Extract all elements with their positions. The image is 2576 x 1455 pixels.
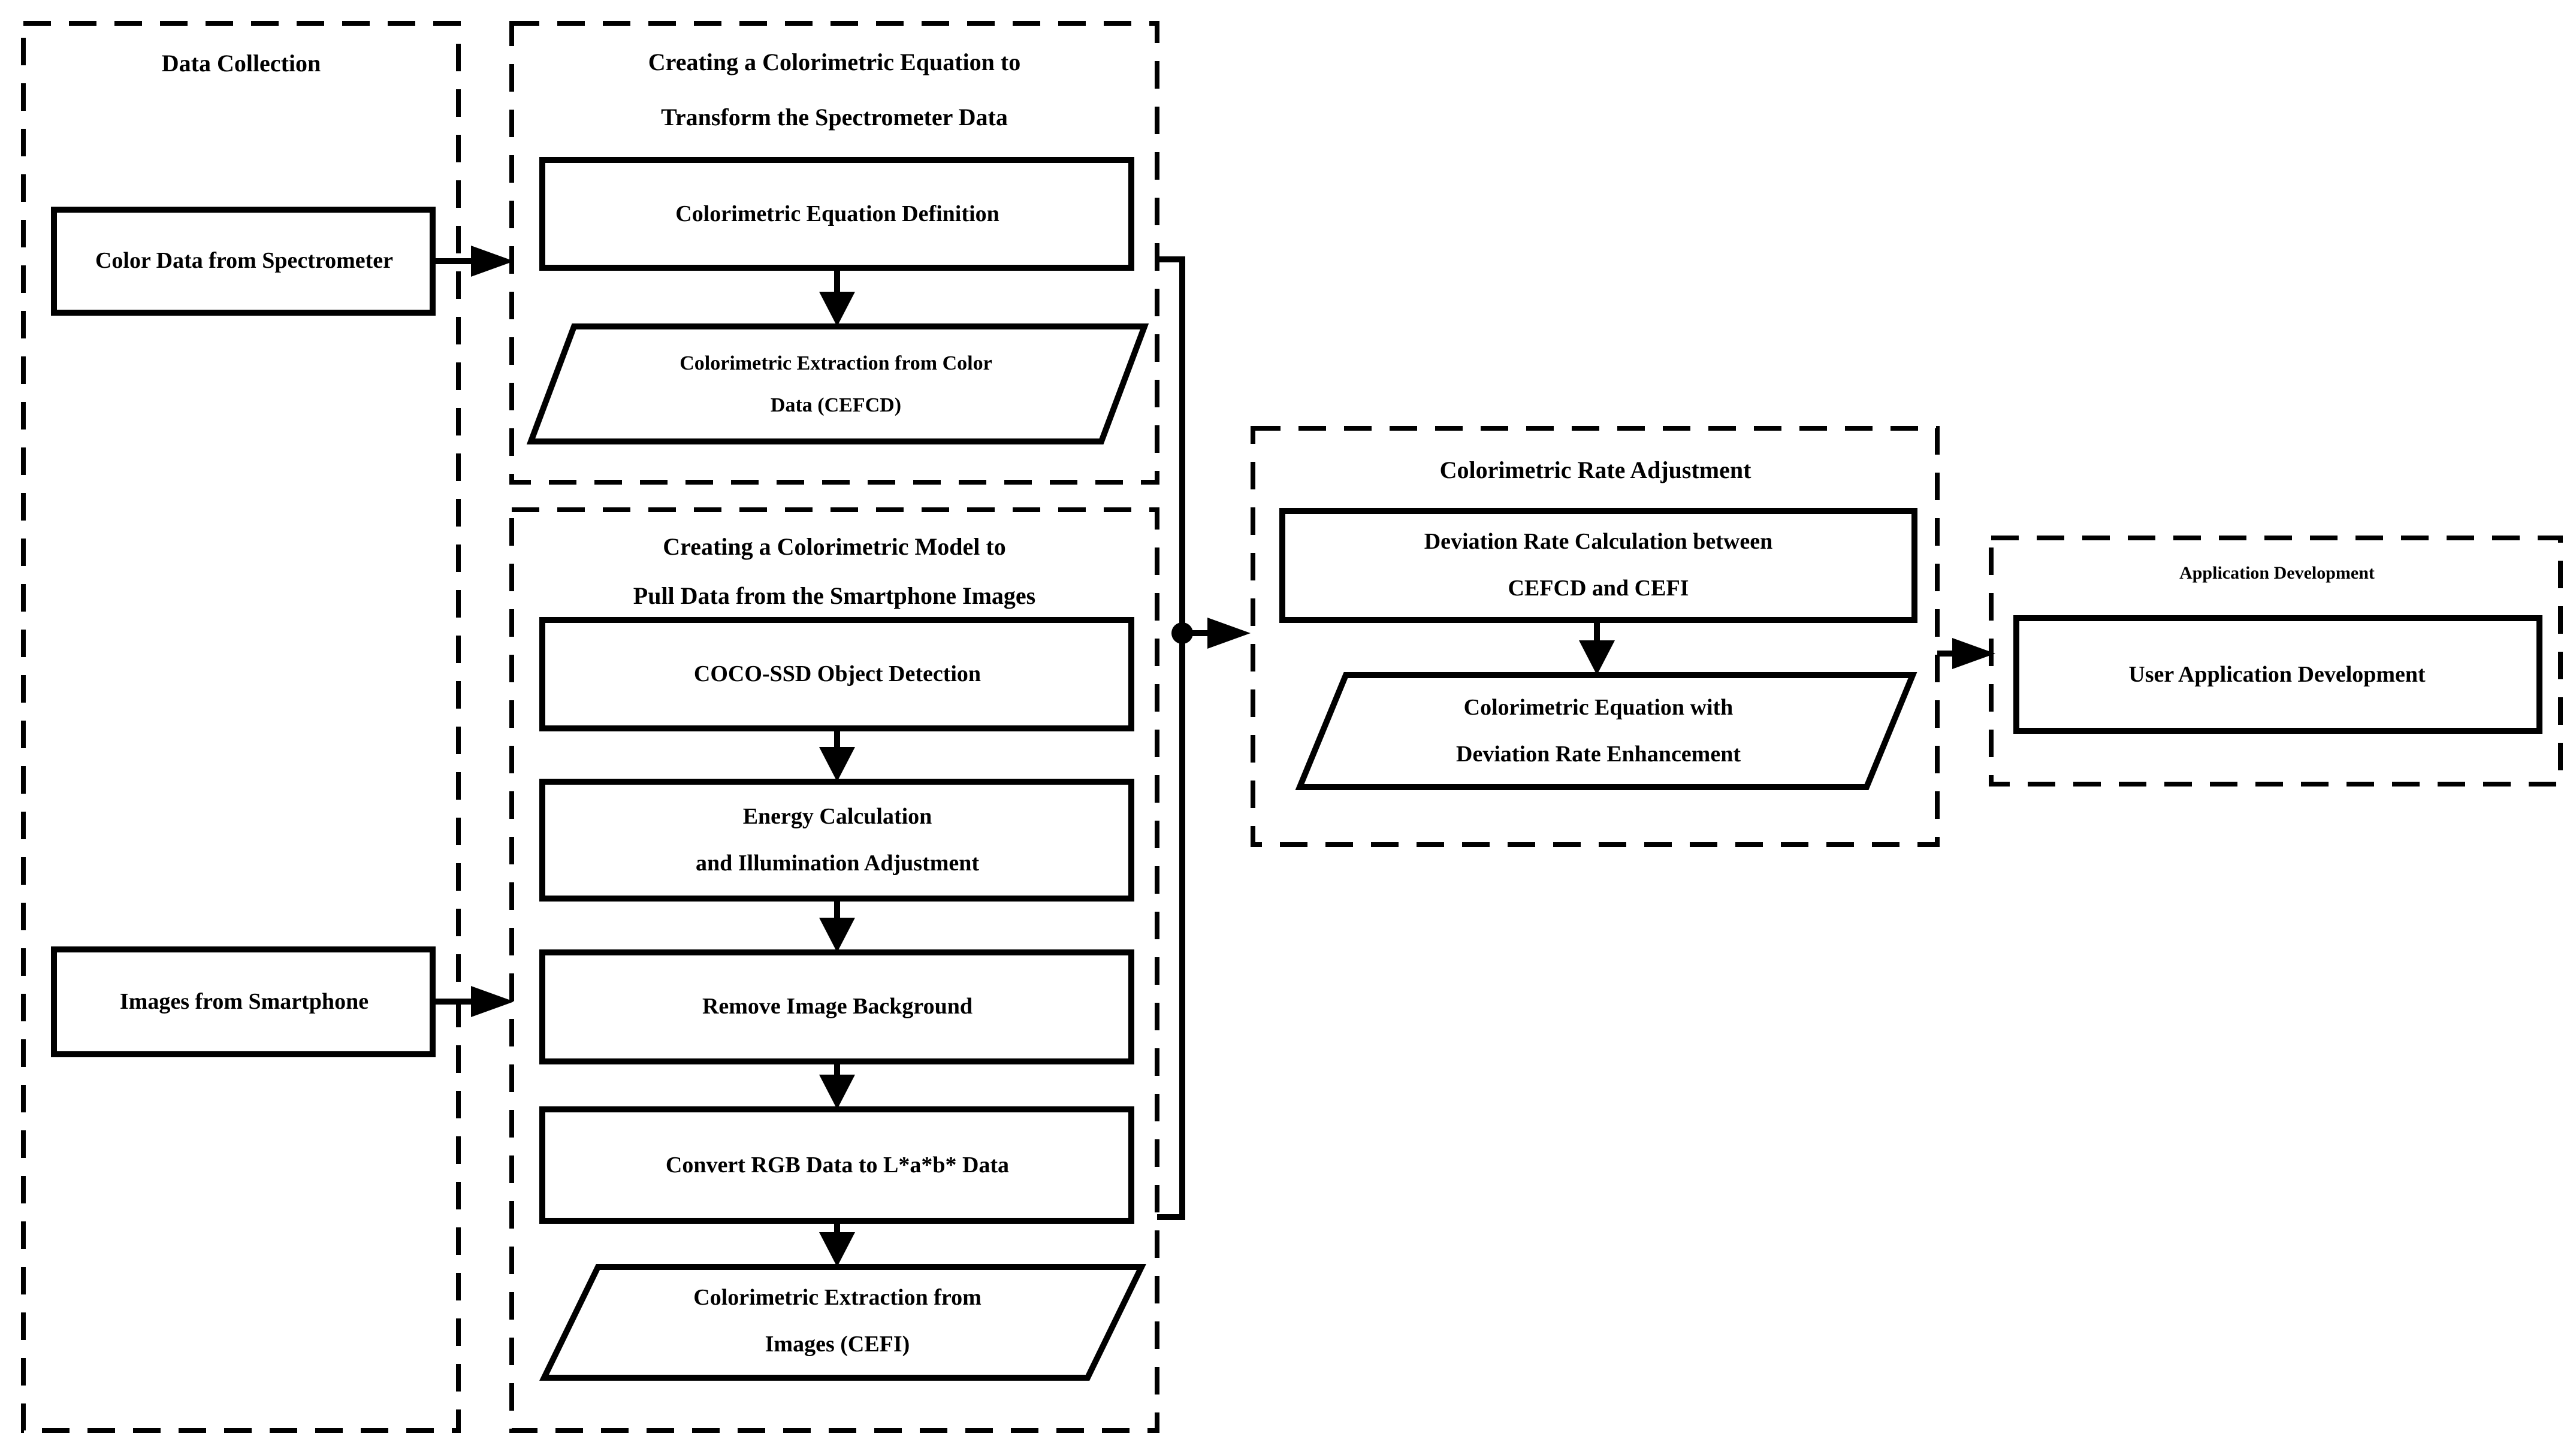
user-app-box <box>2013 615 2542 734</box>
colorimetric-equation-title: Creating a Colorimetric Equation to Tran… <box>521 35 1147 145</box>
application-development-container <box>1989 536 2563 787</box>
remove-background-label-text: Remove Image Background <box>702 994 973 1020</box>
equation-definition-label: Colorimetric Equation Definition <box>545 162 1130 267</box>
application-development-title: Application Development <box>2007 548 2547 598</box>
deviation-rate-label-line2: CEFCD and CEFI <box>1508 576 1689 601</box>
cefi-label-line1: Colorimetric Extraction from <box>693 1284 982 1310</box>
arrowhead <box>819 292 855 326</box>
deviation-enhancement-parallelogram <box>1295 672 1917 790</box>
coco-ssd-box <box>539 617 1134 731</box>
arrowhead <box>471 986 514 1017</box>
arrowhead <box>1579 640 1615 675</box>
colorimetric-model-container <box>509 507 1159 1433</box>
rate-adjustment-container <box>1251 426 1940 847</box>
color-data-label-text: Color Data from Spectrometer <box>95 248 393 274</box>
colorimetric-equation-title-line1: Creating a Colorimetric Equation to <box>648 49 1021 75</box>
data-collection-container <box>21 21 461 1433</box>
data-collection-title: Data Collection <box>36 36 446 91</box>
rate-adjustment-title-text: Colorimetric Rate Adjustment <box>1439 456 1751 483</box>
user-app-label: User Application Development <box>2019 620 2535 730</box>
cefcd-label: Colorimetric Extraction from Color Data … <box>533 329 1138 440</box>
deviation-rate-label-line1: Deviation Rate Calculation between <box>1424 529 1773 555</box>
color-data-box <box>51 207 436 316</box>
arrowhead <box>819 1075 855 1109</box>
energy-calculation-label-line2: and Illumination Adjustment <box>695 850 979 876</box>
colorimetric-model-title: Creating a Colorimetric Model to Pull Da… <box>521 524 1147 619</box>
cefcd-parallelogram <box>526 323 1149 444</box>
remove-background-box <box>539 949 1134 1064</box>
user-app-label-text: User Application Development <box>2128 661 2426 687</box>
application-development-title-text: Application Development <box>2179 563 2375 583</box>
cefi-label: Colorimetric Extraction from Images (CEF… <box>545 1266 1130 1377</box>
deviation-rate-box <box>1279 508 1917 623</box>
arrowhead <box>1207 618 1251 649</box>
coco-ssd-label: COCO-SSD Object Detection <box>545 622 1130 727</box>
energy-calculation-label-line1: Energy Calculation <box>742 803 932 829</box>
images-smartphone-label-text: Images from Smartphone <box>119 989 369 1015</box>
cefi-label-line2: Images (CEFI) <box>765 1331 910 1357</box>
colorimetric-model-title-line1: Creating a Colorimetric Model to <box>663 533 1006 560</box>
equation-definition-box <box>539 157 1134 271</box>
cefi-parallelogram <box>539 1264 1146 1381</box>
arrowhead <box>1952 638 1995 669</box>
colorimetric-equation-title-line2: Transform the Spectrometer Data <box>661 104 1008 131</box>
energy-calculation-label: Energy Calculation and Illumination Adju… <box>545 783 1130 897</box>
arrowhead <box>471 246 514 277</box>
deviation-enhancement-label-line2: Deviation Rate Enhancement <box>1456 741 1741 767</box>
rate-adjustment-title: Colorimetric Rate Adjustment <box>1270 443 1920 497</box>
arrowhead <box>819 918 855 952</box>
deviation-enhancement-label-line1: Colorimetric Equation with <box>1463 694 1734 720</box>
convert-rgb-box <box>539 1106 1134 1224</box>
cefcd-label-line1: Colorimetric Extraction from Color <box>680 352 992 375</box>
convert-rgb-label: Convert RGB Data to L*a*b* Data <box>545 1111 1130 1220</box>
remove-background-label: Remove Image Background <box>545 954 1130 1060</box>
color-data-label: Color Data from Spectrometer <box>57 211 431 311</box>
coco-ssd-label-text: COCO-SSD Object Detection <box>693 661 982 687</box>
arrowhead <box>819 747 855 782</box>
images-smartphone-label: Images from Smartphone <box>57 951 431 1054</box>
data-collection-title-text: Data Collection <box>161 50 321 77</box>
deviation-enhancement-label: Colorimetric Equation with Deviation Rat… <box>1306 676 1891 786</box>
convert-rgb-label-text: Convert RGB Data to L*a*b* Data <box>665 1152 1010 1178</box>
arrowhead <box>819 1232 855 1267</box>
merge-bracket-connector <box>1157 256 1185 1220</box>
equation-definition-label-text: Colorimetric Equation Definition <box>675 201 999 226</box>
deviation-rate-label: Deviation Rate Calculation between CEFCD… <box>1285 512 1911 619</box>
colorimetric-equation-container <box>509 21 1159 485</box>
colorimetric-model-title-line2: Pull Data from the Smartphone Images <box>633 582 1036 609</box>
cefcd-label-line2: Data (CEFCD) <box>770 394 902 416</box>
images-smartphone-box <box>51 946 436 1057</box>
